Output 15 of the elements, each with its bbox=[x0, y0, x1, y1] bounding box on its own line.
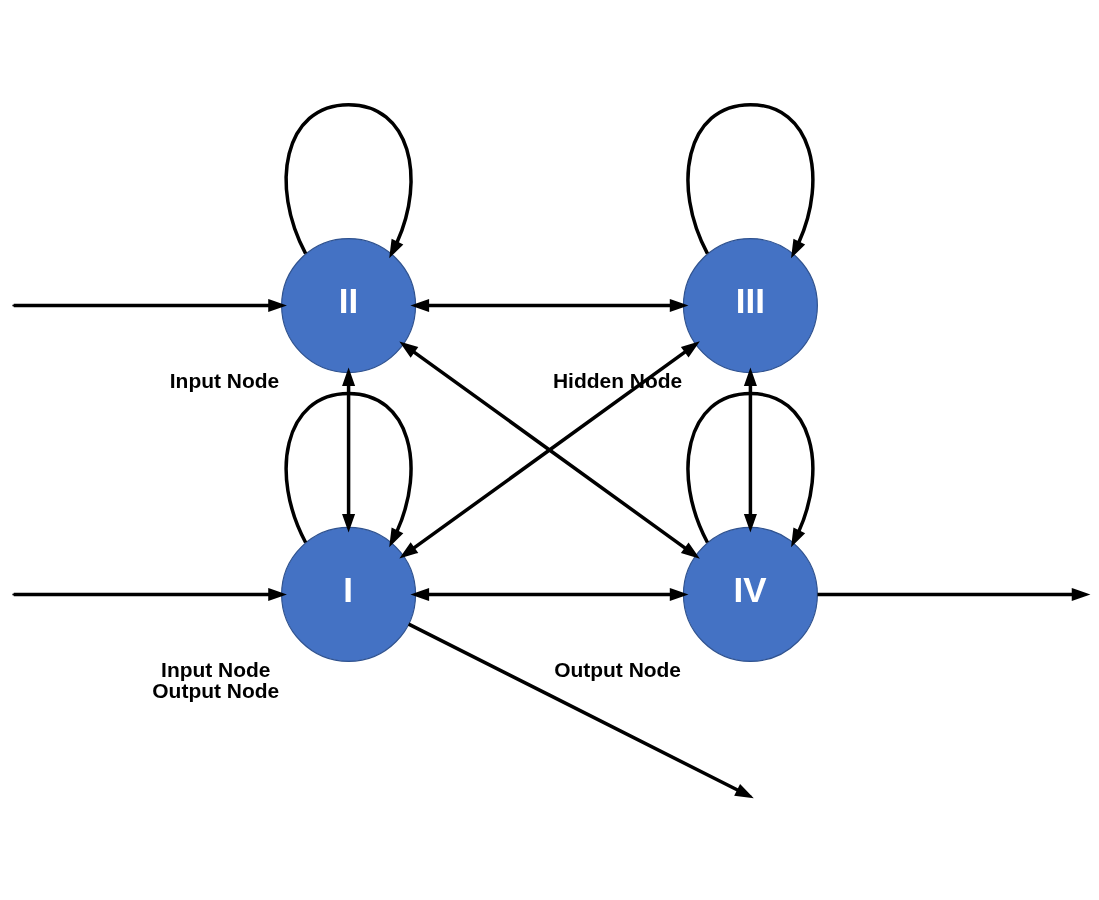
arrow bbox=[399, 340, 700, 559]
arrow bbox=[686, 102, 815, 258]
arrow bbox=[13, 587, 287, 601]
arrow bbox=[686, 391, 815, 547]
arrow bbox=[817, 587, 1091, 601]
arrow bbox=[410, 587, 689, 601]
arrow bbox=[410, 298, 689, 312]
node-label: Input Node bbox=[161, 657, 271, 681]
arrow bbox=[284, 102, 413, 258]
node-label: Output Node bbox=[554, 657, 682, 681]
arrow bbox=[743, 366, 757, 533]
arrow bbox=[284, 391, 413, 547]
arrow bbox=[342, 366, 356, 533]
arrow bbox=[13, 298, 287, 312]
node-label: Input Node bbox=[169, 368, 280, 392]
